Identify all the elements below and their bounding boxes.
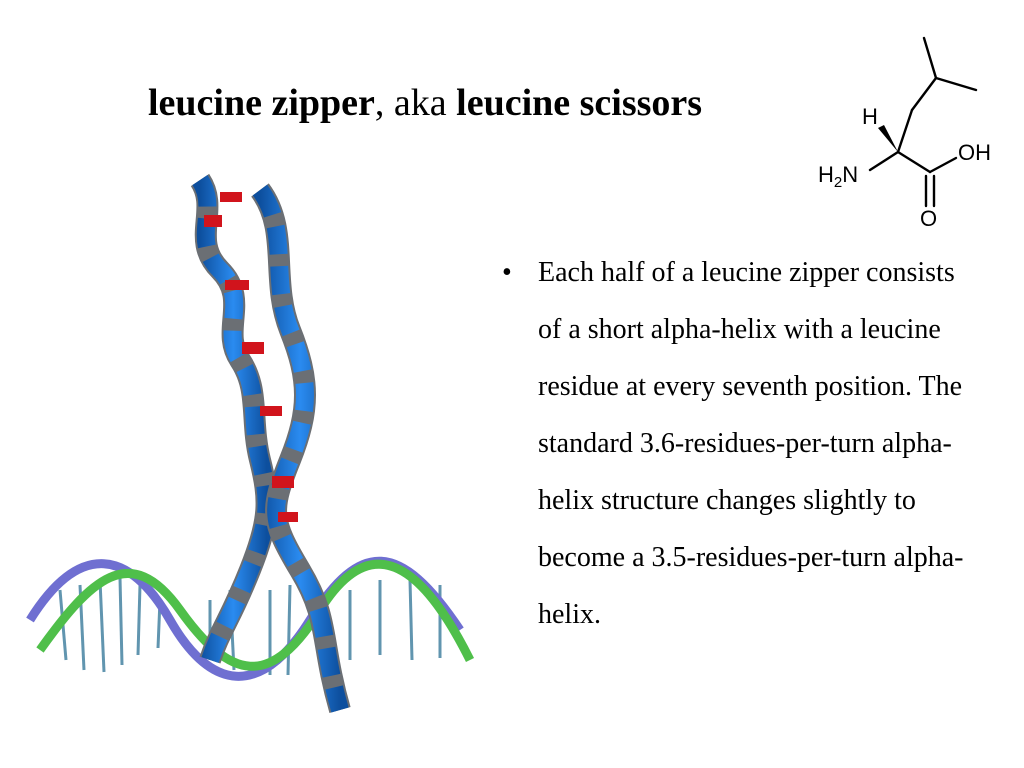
bullet-dot: • xyxy=(502,257,512,288)
alpha-helix-left xyxy=(190,173,278,664)
leucine-residue xyxy=(278,512,298,522)
bullet-item: • Each half of a leucine zipper consists… xyxy=(500,244,980,643)
bond-alpha-carboxyl xyxy=(896,150,932,174)
atom-label-o: O xyxy=(920,206,937,230)
leucine-zipper-protein-dna-illustration xyxy=(26,173,475,714)
leucine-residue xyxy=(242,342,264,354)
dna-strand-green xyxy=(36,559,475,671)
helix-right-ribbon xyxy=(252,184,349,713)
leucine-residues xyxy=(204,192,298,522)
atom-label-h2n-h: H xyxy=(818,162,834,187)
wedge-bond-h xyxy=(878,125,898,152)
helix-left-ribbon xyxy=(192,175,276,663)
bullet-text: Each half of a leucine zipper consists o… xyxy=(538,257,964,630)
bond-isobutyl xyxy=(910,76,938,112)
title-term-leucine-scissors: leucine scissors xyxy=(456,82,703,124)
atom-label-h2n: H2N xyxy=(818,162,858,191)
atom-label-h: H xyxy=(862,104,878,129)
bond-alpha-n xyxy=(868,150,900,172)
title-term-leucine-zipper: leucine zipper xyxy=(148,82,375,124)
bullet-list: • Each half of a leucine zipper consists… xyxy=(500,244,980,643)
bond-methyl-a xyxy=(922,36,938,80)
leucine-residue xyxy=(204,215,222,227)
bond-methyl-b xyxy=(934,76,978,92)
leucine-structure-diagram: H OH O H2N xyxy=(818,36,991,230)
atom-label-h2n-n: N xyxy=(842,162,858,187)
leucine-residue xyxy=(225,280,249,290)
leucine-residue xyxy=(220,192,242,202)
title-separator: , aka xyxy=(374,82,457,124)
bond-carboxyl-oh xyxy=(928,156,958,174)
leucine-residue xyxy=(260,406,282,416)
atom-label-h2n-sub: 2 xyxy=(834,174,842,191)
atom-label-oh: OH xyxy=(958,140,991,165)
alpha-helix-right xyxy=(250,183,351,714)
leucine-residue xyxy=(272,476,294,488)
slide-title: leucine zipper, aka leucine scissors xyxy=(148,80,702,126)
bond-ch2-alpha xyxy=(896,108,914,154)
